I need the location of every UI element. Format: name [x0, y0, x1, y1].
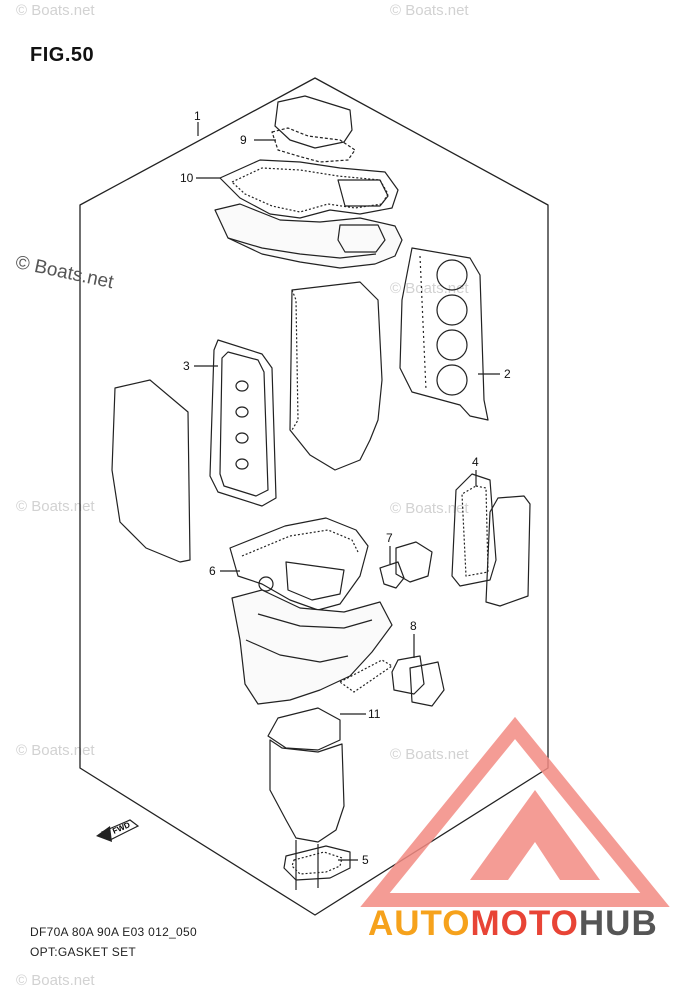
- watermark: © Boats.net: [390, 280, 469, 297]
- callout-4: 4: [472, 455, 479, 469]
- callout-10: 10: [180, 171, 194, 185]
- part-7-gasket: [379, 561, 405, 589]
- watermark: © Boats.net: [16, 2, 95, 19]
- watermark: © Boats.net: [16, 498, 95, 515]
- part-6-gasket: [229, 517, 369, 611]
- brand-wordmark: AUTOMOTOHUB: [368, 904, 658, 944]
- lower-housing: [231, 589, 393, 705]
- watermark: © Boats.net: [390, 500, 469, 517]
- part-9-gasket: [274, 95, 353, 149]
- callout-7: 7: [386, 531, 393, 545]
- oil-pan: [269, 739, 345, 843]
- brand-part-2: MOTO: [470, 904, 579, 943]
- watermark: © Boats.net: [16, 972, 95, 989]
- figure-title: FIG.50: [30, 44, 95, 66]
- callout-3: 3: [183, 359, 190, 373]
- gasket-set-outline: [79, 77, 549, 916]
- brand-logo-icon: [360, 716, 670, 907]
- part-10-gasket: [219, 159, 399, 219]
- part-4-gasket: [451, 473, 497, 587]
- callout-5: 5: [362, 853, 369, 867]
- callout-8: 8: [410, 619, 417, 633]
- part-8-gasket: [391, 655, 425, 695]
- part-3-gasket: [209, 339, 277, 507]
- brand-part-1: AUTO: [368, 904, 471, 943]
- callout-1: 1: [194, 109, 201, 123]
- part-11-gasket: [267, 707, 341, 751]
- watermark: © Boats.net: [16, 742, 95, 759]
- watermark: © Boats.net: [390, 746, 469, 763]
- side-cover-gasket: [111, 379, 191, 563]
- model-code: DF70A 80A 90A E03 012_050: [30, 925, 197, 939]
- part-5-gasket: [283, 845, 351, 881]
- callout-11: 11: [368, 707, 381, 721]
- part-1-body: [214, 203, 403, 269]
- callout-6: 6: [209, 564, 216, 578]
- callout-9: 9: [240, 133, 247, 147]
- brand-part-3: HUB: [578, 904, 658, 943]
- watermark: © Boats.net: [390, 2, 469, 19]
- diagram-title: OPT:GASKET SET: [30, 945, 137, 959]
- cylinder-block: [289, 281, 383, 471]
- part-2-gasket: [399, 247, 489, 421]
- fwd-arrow: FWD: [96, 819, 140, 842]
- callout-labels: 1 2 3 4 5 6 7 8 9 10 11: [180, 109, 511, 867]
- side-plate: [485, 495, 531, 607]
- callout-2: 2: [504, 367, 511, 381]
